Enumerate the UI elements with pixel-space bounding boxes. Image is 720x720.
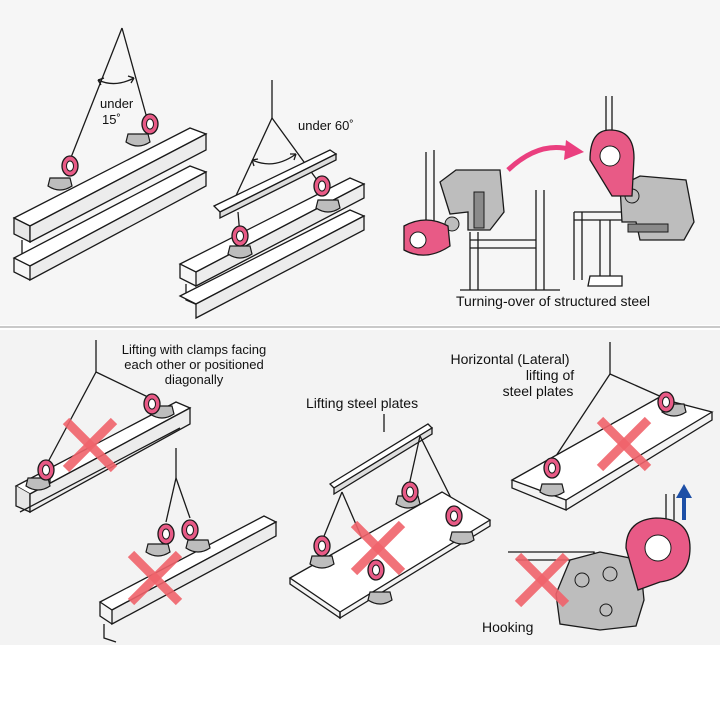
hooking-label: Hooking xyxy=(482,619,534,635)
lifting-ring-icon xyxy=(313,535,331,557)
lifting-ring-icon xyxy=(543,457,561,479)
curved-arrow-icon xyxy=(564,140,584,160)
clamp-icon xyxy=(227,245,253,259)
lifting-ring-icon xyxy=(445,505,463,527)
clamp-icon xyxy=(555,551,645,631)
turning-over-caption: Turning-over of structured steel xyxy=(456,293,651,309)
lifting-ring-icon xyxy=(367,559,385,581)
facing-label-line1: Lifting with clamps facing xyxy=(121,342,267,357)
clamp-icon xyxy=(367,591,393,605)
lifting-ring-icon xyxy=(37,459,55,481)
clamp-icon xyxy=(439,169,505,232)
lifting-ring-icon xyxy=(403,219,451,256)
lifting-ring-icon xyxy=(313,175,331,197)
clamp-icon xyxy=(309,555,335,569)
angle-label-15-line2: 15˚ xyxy=(102,112,121,127)
clamp-icon xyxy=(145,543,171,557)
clamp-icon xyxy=(125,133,151,147)
lifting-ring-icon xyxy=(141,113,159,135)
prohibited-cross-icon xyxy=(518,556,566,604)
horizontal-label-line3: steel plates xyxy=(502,383,574,399)
up-arrow-icon xyxy=(676,484,692,520)
clamp-icon xyxy=(449,531,475,545)
angle-label-60: under 60˚ xyxy=(298,118,354,133)
lifting-ring-icon xyxy=(61,155,79,177)
plates-caption: Lifting steel plates xyxy=(306,395,419,411)
curved-arrow-icon xyxy=(506,145,573,172)
blank-margin xyxy=(0,645,720,720)
angle-label-15-line1: under xyxy=(100,96,134,111)
clamp-icon xyxy=(47,177,73,191)
lifting-ring-icon xyxy=(625,517,691,591)
lifting-ring-icon xyxy=(589,129,635,197)
beam-lift-15deg xyxy=(12,27,208,282)
lifting-ring-icon xyxy=(181,519,199,541)
lifting-ring-icon xyxy=(231,225,249,247)
horizontal-label-line1: Horizontal (Lateral) xyxy=(450,351,570,367)
clamp-icon xyxy=(315,199,341,213)
clamp-icon xyxy=(539,483,565,497)
panel-divider xyxy=(0,326,720,328)
lifting-ring-icon xyxy=(657,391,675,413)
beam-lift-60deg xyxy=(178,80,366,320)
horizontal-label-line2: lifting of xyxy=(525,367,575,383)
plate-lift xyxy=(288,414,492,620)
clamp-icon xyxy=(185,539,211,553)
lifting-ring-icon xyxy=(401,481,419,503)
lifting-ring-icon xyxy=(157,523,175,545)
lifting-ring-icon xyxy=(143,393,161,415)
facing-label-line2: each other or positioned xyxy=(124,357,264,372)
facing-label-line3: diagonally xyxy=(164,372,224,387)
